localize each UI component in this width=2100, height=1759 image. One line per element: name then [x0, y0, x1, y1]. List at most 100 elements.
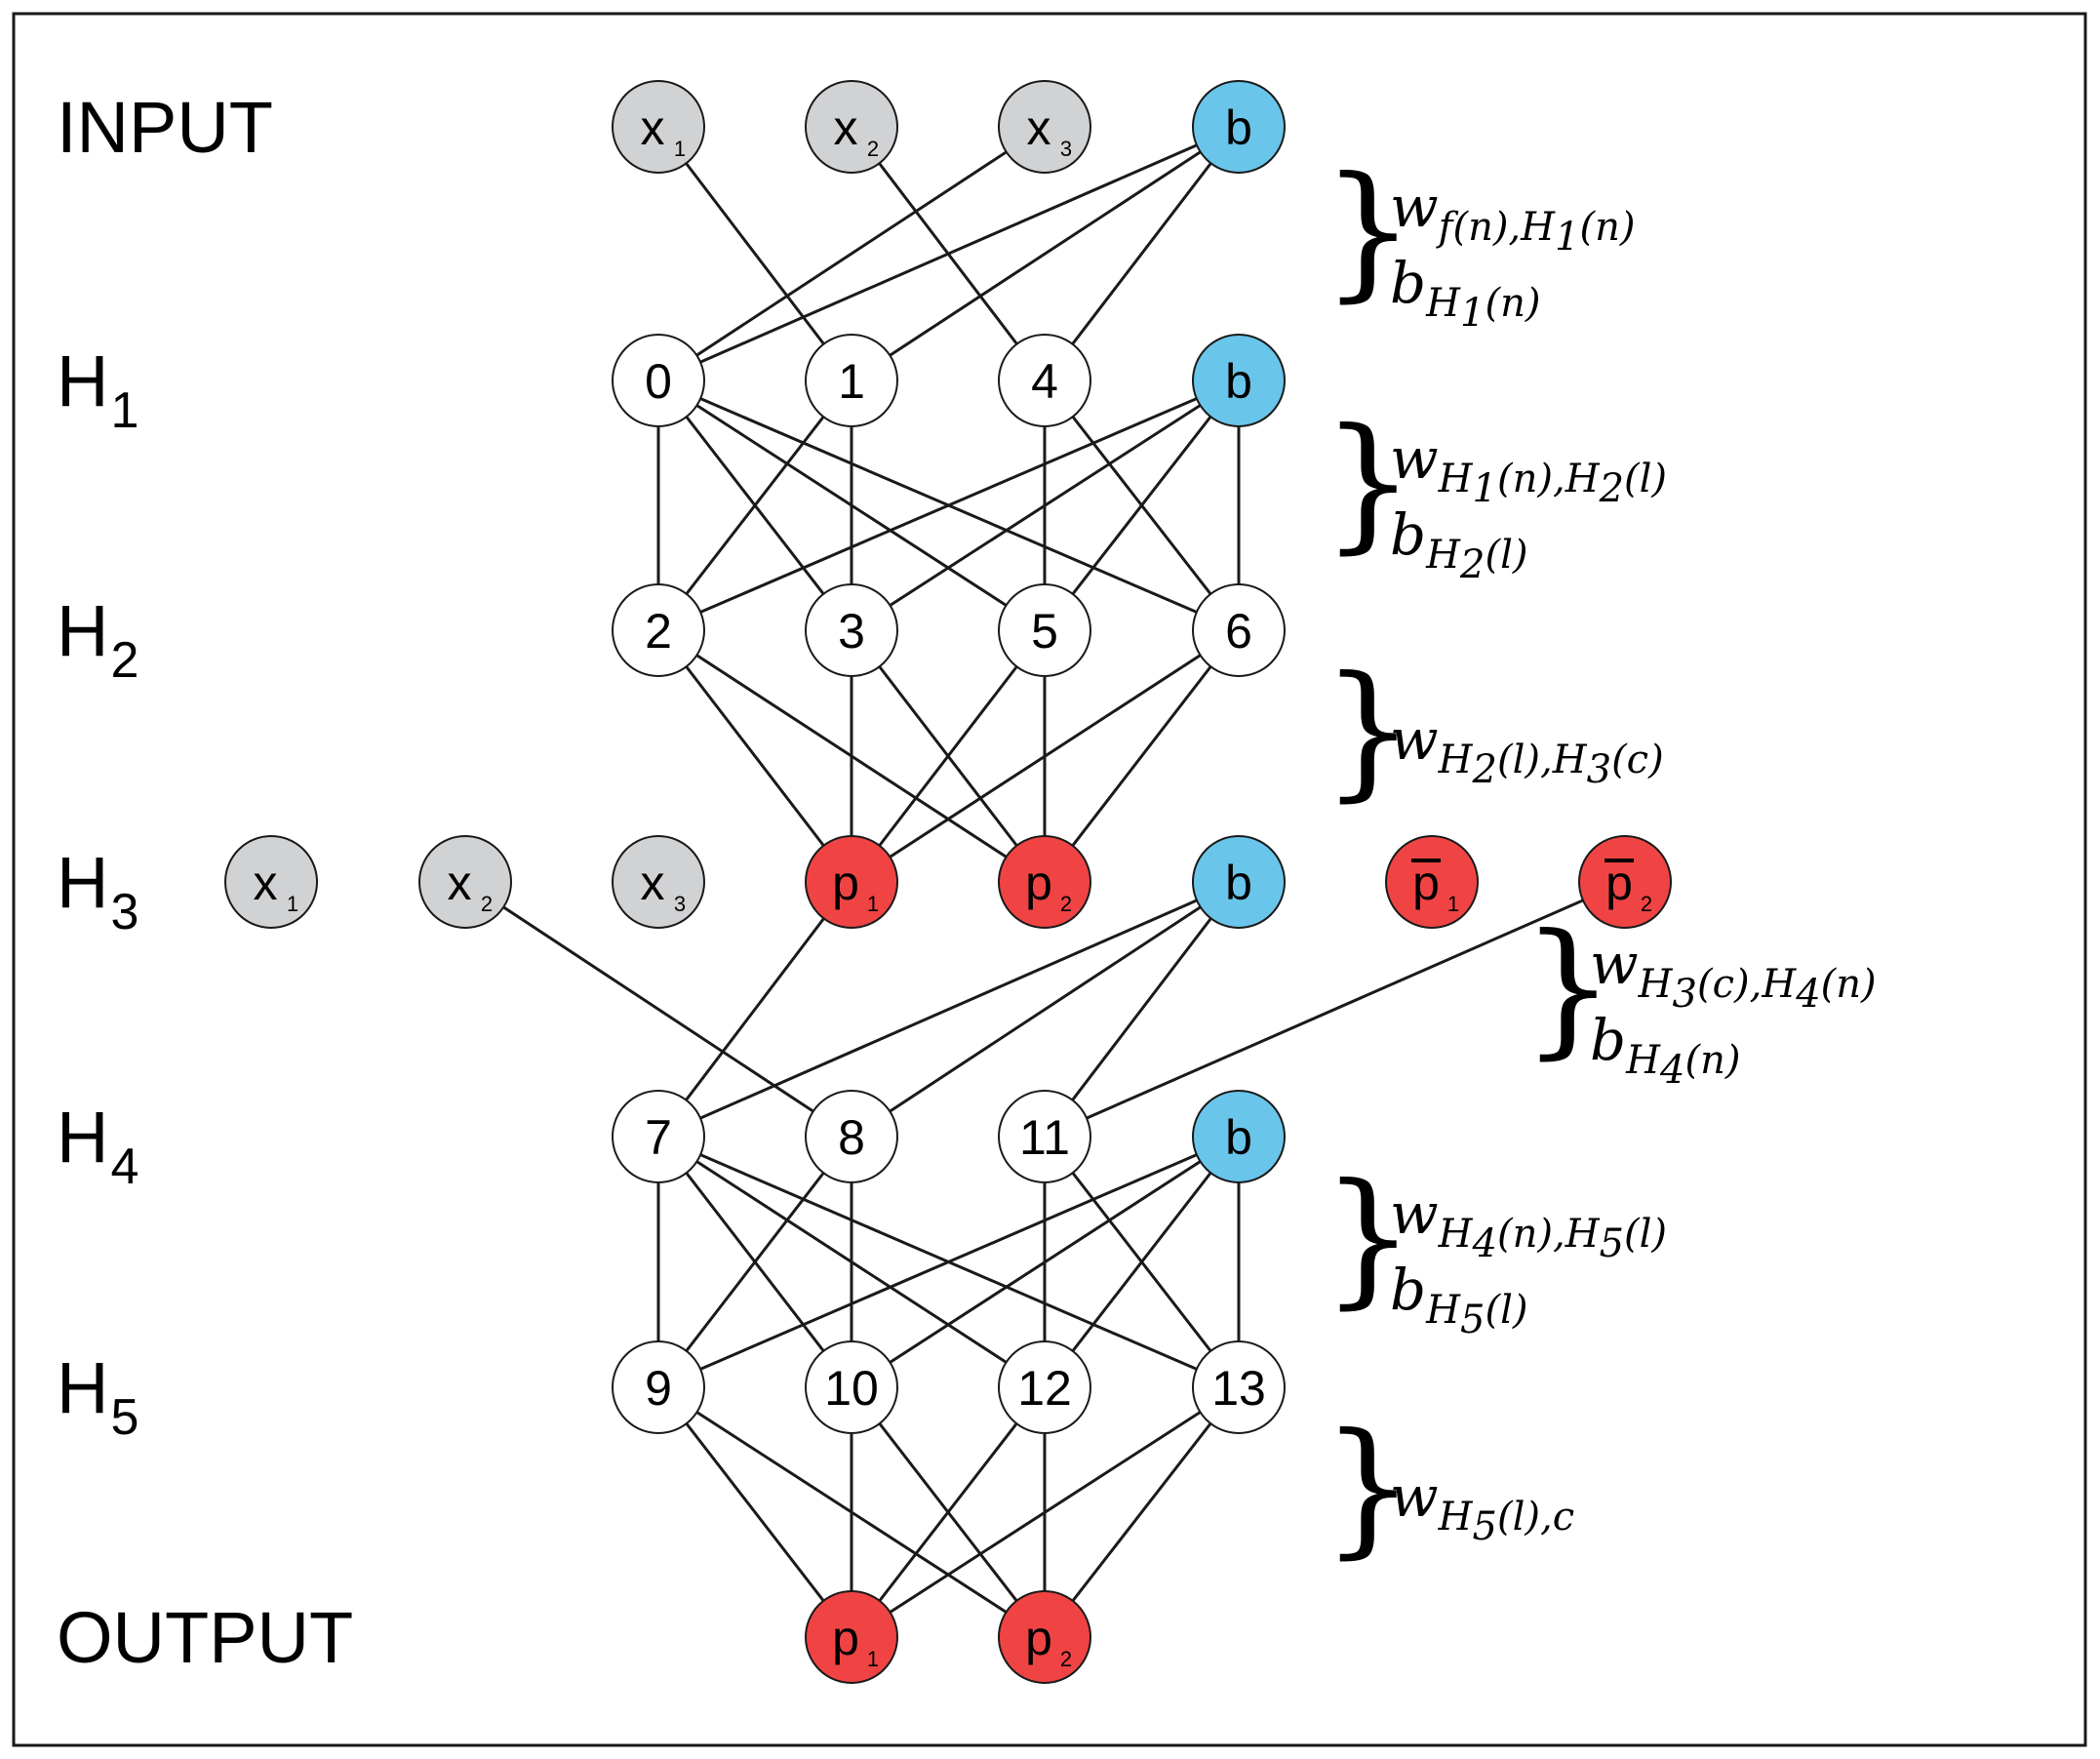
node-label: p: [1025, 856, 1052, 910]
edge-n12-out_p1: [850, 1386, 1047, 1638]
edge-n6-h3_p2: [1043, 629, 1241, 883]
node-circle: [224, 835, 318, 929]
annotation-segment: w: [1390, 1463, 1439, 1530]
node-subscript: 2: [1641, 892, 1652, 916]
annotation-ann6: }wH5(l),c: [1322, 1403, 1574, 1573]
node-label: 10: [824, 1361, 879, 1416]
layer-label-h3: H3: [57, 842, 139, 940]
node-subscript: 3: [1060, 137, 1072, 161]
annotation-segment: w: [1390, 174, 1439, 240]
edge-h3_b-n7: [657, 880, 1240, 1139]
edge-n1-n2: [656, 380, 853, 631]
layer-label-output: OUTPUT: [57, 1597, 353, 1678]
node-label: 7: [645, 1110, 672, 1165]
annotation-segment: 4: [1472, 1221, 1497, 1266]
annotation-segment: (n),H: [1497, 457, 1601, 501]
edge-h4_b-n10: [851, 1135, 1240, 1389]
node-subscript: 2: [481, 892, 493, 916]
node-circle: [805, 1090, 898, 1183]
node-n6: 6: [1192, 583, 1286, 677]
annotation-segment: w: [1390, 425, 1439, 492]
node-label: b: [1225, 856, 1252, 910]
node-n4: 4: [998, 334, 1091, 427]
node-circle: [612, 80, 705, 174]
annotation-segment: (l): [1624, 1212, 1667, 1257]
edge-h1_b-n3: [851, 379, 1240, 632]
annotation-line: bH1(n): [1390, 250, 1540, 336]
node-circle: [998, 80, 1091, 174]
edge-h1_b-n5: [1043, 380, 1241, 631]
annotation-ann2: }wH1(n),H2(l)bH2(l): [1322, 398, 1667, 587]
node-circle: [805, 1590, 898, 1684]
node-n5: 5: [998, 583, 1091, 677]
brace-symbol: }: [1322, 1403, 1414, 1573]
node-circle: [998, 334, 1091, 427]
annotation-ann1: }wf(n),H1(n)bH1(n): [1322, 146, 1635, 336]
annotation-segment: (n),H: [1497, 1212, 1601, 1257]
node-label: 4: [1031, 354, 1058, 409]
annotation-segment: H: [1438, 457, 1474, 501]
layer-label-subscript: 3: [110, 884, 139, 940]
node-label: x: [254, 856, 278, 910]
layer-label-text: H: [57, 1347, 108, 1428]
layer-label-text: H: [57, 1097, 108, 1178]
node-label: p: [1605, 856, 1633, 910]
node-circle: [1192, 583, 1286, 677]
node-label: b: [1225, 354, 1252, 409]
edge-n6-h3_p1: [851, 628, 1240, 884]
node-circle: [1192, 80, 1286, 174]
node-subscript: 1: [867, 892, 879, 916]
edge-n9-out_p1: [656, 1386, 853, 1638]
node-n10: 10: [805, 1340, 898, 1434]
weight-annotations: }wf(n),H1(n)bH1(n)}wH1(n),H2(l)bH2(l)}wH…: [1322, 146, 1877, 1573]
annotation-line: wH5(l),c: [1390, 1463, 1574, 1549]
node-n7: 7: [612, 1090, 705, 1183]
node-label: b: [1225, 100, 1252, 155]
node-label: x: [1027, 100, 1051, 155]
node-n13: 13: [1192, 1340, 1286, 1434]
annotation-segment: 1: [1555, 215, 1579, 260]
edge-h3_x2-n8: [464, 880, 852, 1139]
annotation-segment: (n): [1684, 1038, 1740, 1083]
annotation-line: wf(n),H1(n): [1390, 174, 1635, 260]
annotation-segment: 4: [1659, 1048, 1684, 1093]
node-circle: [418, 835, 512, 929]
edge-n2-h3_p1: [656, 629, 853, 883]
layer-label-subscript: 5: [110, 1389, 139, 1446]
annotation-segment: (l): [1485, 533, 1527, 578]
annotation-segment: 3: [1673, 972, 1697, 1017]
annotation-segment: 5: [1600, 1221, 1624, 1266]
annotation-segment: 2: [1599, 466, 1624, 511]
annotation-segment: b: [1590, 1007, 1626, 1073]
edge-n13-out_p2: [1043, 1386, 1241, 1638]
brace-symbol: }: [1522, 903, 1614, 1073]
edge-n8-n9: [656, 1136, 853, 1388]
layer-label-h1: H1: [57, 340, 139, 439]
edge-h4_b-n12: [1043, 1136, 1241, 1388]
edge-h3_p2bar-n11: [1044, 880, 1626, 1139]
node-label: x: [834, 100, 858, 155]
annotation-segment: (c): [1611, 738, 1664, 782]
annotation-segment: (l): [1624, 457, 1667, 501]
node-subscript: 1: [1447, 892, 1459, 916]
annotation-line: wH1(n),H2(l): [1390, 425, 1667, 511]
node-circle: [998, 1090, 1091, 1183]
node-label: x: [448, 856, 472, 910]
annotation-segment: H: [1425, 1288, 1461, 1333]
annotation-segment: (l): [1485, 1288, 1527, 1333]
node-circle: [1192, 835, 1286, 929]
edge-in_x3-n0: [657, 125, 1046, 382]
annotation-segment: 2: [1472, 747, 1497, 792]
annotation-segment: 1: [1460, 291, 1485, 336]
edge-h4_b-n9: [657, 1135, 1240, 1389]
layer-label-subscript: 2: [110, 632, 139, 689]
annotation-segment: H: [1438, 1495, 1474, 1539]
layer-label-subscript: 4: [110, 1139, 139, 1195]
annotation-segment: w: [1390, 706, 1439, 773]
annotation-segment: H: [1425, 533, 1461, 578]
annotation-segment: f(n),H: [1436, 205, 1556, 250]
